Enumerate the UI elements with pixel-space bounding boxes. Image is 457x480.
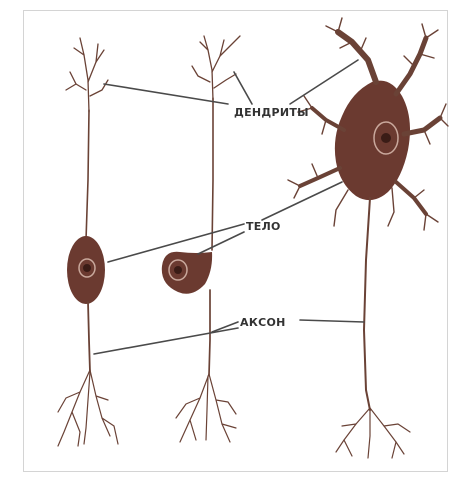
neuron-3-dendrite-trunk (338, 32, 376, 82)
neuron-3-dendrite-trunk-2 (396, 38, 426, 94)
neuron-2-nucleus (174, 266, 182, 274)
neuron-1-axon-terminals (58, 370, 118, 446)
neuron-1-upper-process (86, 110, 89, 240)
neuron-1-dendrites (66, 38, 108, 112)
leader-axon-1 (94, 328, 238, 354)
neuron-bipolar (58, 38, 118, 446)
neuron-2-axon-terminals (176, 374, 236, 442)
leader-axon-3 (300, 320, 364, 322)
neuron-3-dendrite-trunk-6 (396, 182, 426, 214)
neuron-2-upper-process (212, 98, 213, 250)
leader-lines (94, 60, 364, 354)
neuron-3-axon (364, 198, 370, 410)
neuron-1-nucleus (83, 264, 91, 272)
label-body: ТЕЛО (246, 220, 281, 233)
label-dendrites: ДЕНДРИТЫ (234, 106, 309, 119)
leader-dendrites-3 (290, 60, 358, 104)
neuron-3-axon-terminals (336, 408, 410, 458)
neuron-2-dendrites (192, 36, 240, 100)
label-axon: АКСОН (240, 316, 286, 329)
neuron-3-nucleus (381, 133, 391, 143)
leader-dendrites-1 (104, 84, 228, 104)
neuron-3-dendrite-trunk-4 (312, 108, 344, 130)
leader-dendrites-2 (234, 72, 252, 104)
neuron-3-dendrite-trunk-5 (300, 168, 340, 186)
neuron-multipolar (288, 18, 448, 458)
neuron-1-axon (88, 302, 90, 372)
leader-body-3 (262, 182, 342, 220)
